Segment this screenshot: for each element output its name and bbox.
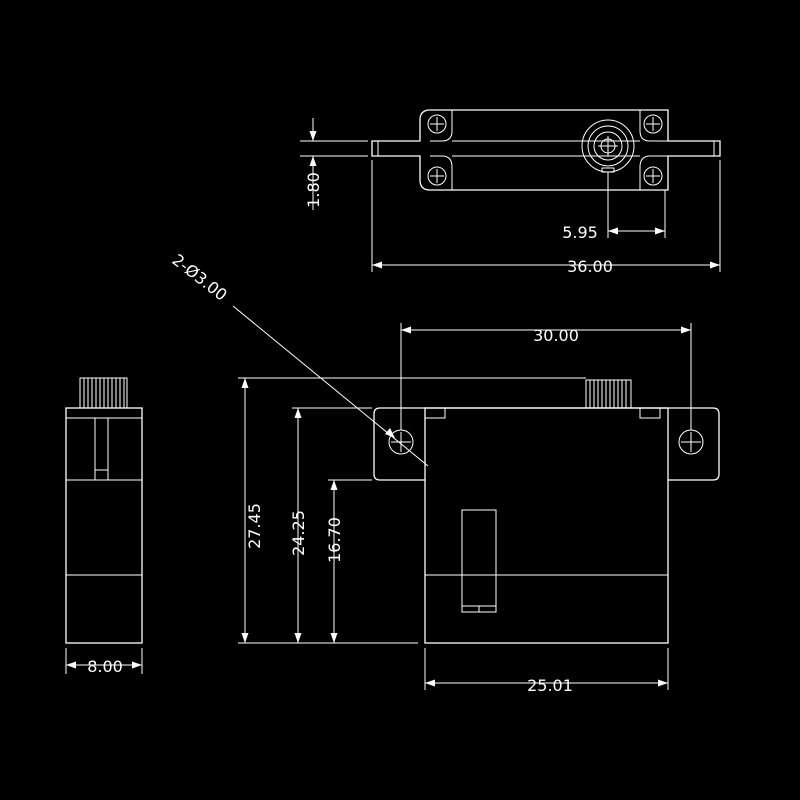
top-view-body-outline — [371, 109, 721, 191]
dim-label: 5.95 — [562, 223, 598, 242]
screw-icon — [643, 166, 663, 186]
output-gear-icon — [585, 379, 632, 409]
dim-label: 30.00 — [533, 326, 579, 345]
dim-body-length: 25.01 — [424, 648, 669, 695]
top-view: 1.80 5.95 36.00 — [300, 109, 721, 276]
screw-icon — [427, 114, 447, 134]
dim-label: 1.80 — [304, 172, 323, 208]
dim-hole-spacing: 30.00 — [400, 323, 692, 430]
front-view: 30.00 2-Ø3.00 27.45 24.25 — [169, 250, 720, 695]
dim-output-offset: 5.95 — [562, 172, 666, 242]
dim-case-height: 16.70 — [325, 479, 372, 643]
mounting-hole-icon — [678, 429, 704, 455]
servo-body — [424, 407, 669, 644]
dim-label: 25.01 — [527, 676, 573, 695]
dim-flange-thickness: 1.80 — [300, 118, 368, 210]
dim-overall-length: 36.00 — [371, 160, 721, 276]
mounting-flange — [373, 407, 720, 481]
side-gear-icon — [79, 377, 128, 409]
dim-label: 2-Ø3.00 — [169, 250, 231, 304]
dim-total-height: 27.45 — [238, 377, 586, 644]
side-view: 8.00 — [65, 377, 143, 676]
dim-label: 8.00 — [87, 657, 123, 676]
screw-icon — [643, 114, 663, 134]
side-view-body — [65, 407, 143, 644]
output-spline-icon — [581, 119, 635, 173]
top-view-inner-body — [430, 110, 640, 190]
label-recess — [461, 509, 497, 613]
dim-label: 36.00 — [567, 257, 613, 276]
dim-width: 8.00 — [65, 648, 143, 676]
dim-label: 24.25 — [289, 510, 308, 556]
screw-icon — [427, 166, 447, 186]
dim-flange-height: 24.25 — [289, 407, 372, 643]
dim-label: 27.45 — [245, 503, 264, 549]
dim-label: 16.70 — [325, 517, 344, 563]
